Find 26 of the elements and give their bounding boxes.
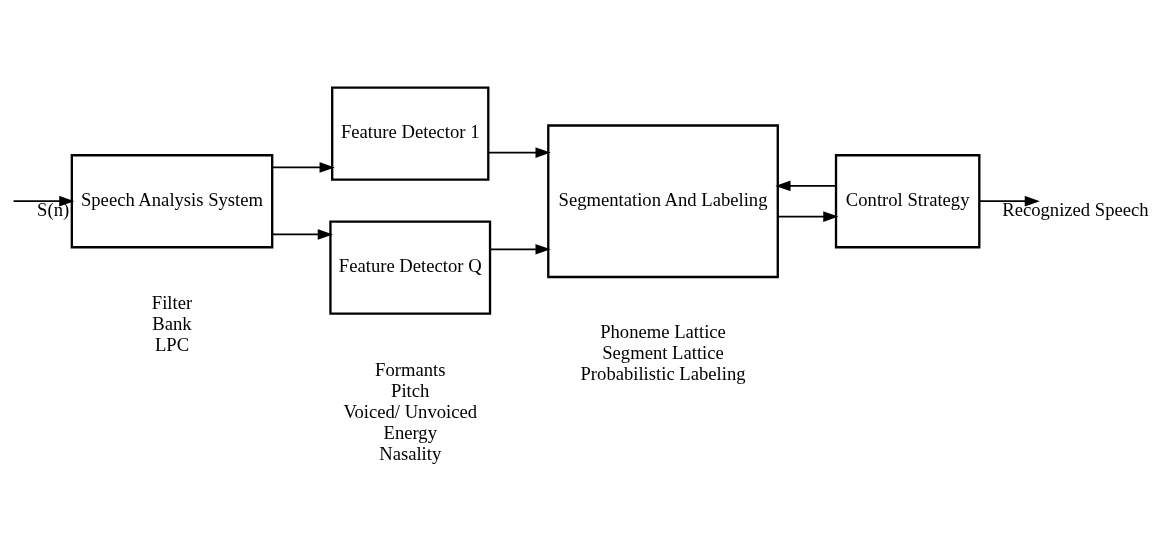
arrow xyxy=(271,228,333,240)
node-label: Bank xyxy=(152,312,192,334)
node-box: Segmentation And Labeling xyxy=(547,123,779,278)
node-label: Filter xyxy=(151,291,193,313)
node-label: Formants xyxy=(375,358,446,380)
node-label: Phoneme Lattice xyxy=(600,320,726,342)
node-label: Pitch xyxy=(391,379,430,401)
node-label: Nasality xyxy=(379,442,442,464)
node-box: Feature Detector 1 xyxy=(331,86,490,181)
node-label: Probabilistic Labeling xyxy=(580,362,746,384)
arrow xyxy=(978,195,1040,207)
node-box: Control Strategy xyxy=(834,153,981,248)
node-label: Energy xyxy=(383,421,437,443)
arrow xyxy=(487,146,551,158)
node-box: Speech Analysis System xyxy=(70,153,274,248)
node-label: Segment Lattice xyxy=(602,341,724,363)
arrow xyxy=(776,210,839,222)
arrow xyxy=(489,243,551,255)
node-label: LPC xyxy=(154,333,190,355)
node-box: Feature Detector Q xyxy=(329,219,492,315)
arrow xyxy=(271,161,335,173)
node-label: Voiced/ Unvoiced xyxy=(343,400,478,422)
arrow xyxy=(775,180,837,191)
edge-label: S(n) xyxy=(37,198,70,220)
edge-label: Recognized Speech xyxy=(1002,198,1149,220)
arrow xyxy=(12,195,75,207)
